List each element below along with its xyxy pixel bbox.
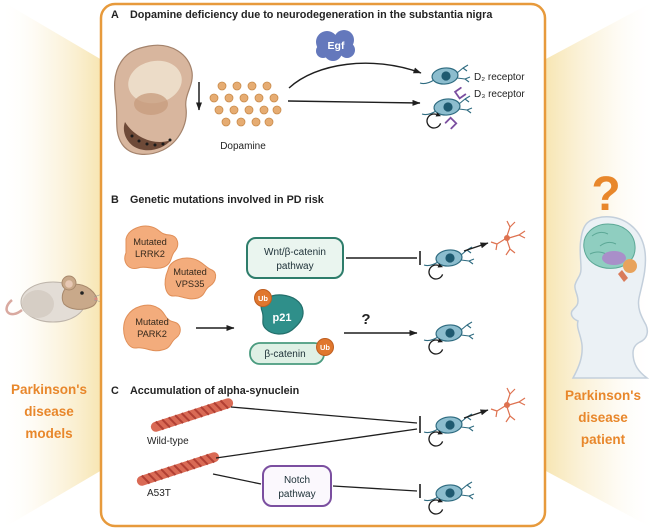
ub-label: Ub: [320, 343, 330, 352]
panel-a-letter: A: [111, 9, 119, 21]
dopamine-dots: [209, 81, 282, 127]
mouse-inner-ear: [65, 280, 73, 288]
question-mark: ?: [361, 311, 370, 328]
inhibition-line: [332, 485, 418, 492]
wild-type-label: Wild-type: [147, 436, 189, 447]
inhibition-line: [230, 406, 418, 424]
notch-pathway-label: pathway: [278, 489, 315, 500]
patient-label-line: patient: [581, 432, 626, 447]
mutated-lrrk2-label: LRRK2: [135, 249, 165, 259]
mutated-vps35-blob: [164, 257, 217, 300]
inhibition-line: [215, 428, 418, 459]
connector-line: [212, 473, 262, 485]
a53t-label: A53T: [147, 488, 171, 499]
ub-badge: [316, 338, 334, 356]
arrow-to-d3-receptor-cell: [287, 99, 421, 106]
panel-b: B Genetic mutations involved in PD risk …: [111, 194, 526, 365]
differentiation-arrow: [463, 409, 489, 419]
models-label: Parkinson's disease models: [11, 382, 87, 441]
brain-gyri: [589, 231, 617, 255]
mouse-nose: [94, 297, 98, 301]
question-mark-large: ?: [591, 168, 620, 221]
d3-receptor-label: D₃ receptor: [474, 89, 525, 100]
substantia-nigra-dots: [130, 134, 172, 147]
panel-c: C Accumulation of alpha-synuclein Wild-t…: [111, 385, 526, 515]
left-glow-rays: [0, 0, 102, 530]
panel-a: A Dopamine deficiency due to neurodegene…: [111, 9, 525, 155]
p21-blob: [260, 294, 304, 335]
mutated-vps35-label: VPS35: [176, 279, 205, 289]
differentiation-arrow: [463, 242, 489, 252]
patient-head-illustration: [570, 216, 650, 379]
mouse-haunch: [22, 290, 54, 318]
egf-label: Egf: [328, 40, 345, 52]
mutated-vps35-label: Mutated: [173, 267, 207, 277]
patient-label-line: disease: [578, 410, 628, 425]
notch-pathway-box: [262, 465, 332, 507]
models-label-line: models: [25, 426, 72, 441]
mutated-park2-label: Mutated: [135, 317, 169, 327]
dopamine-label: Dopamine: [220, 141, 266, 152]
mouse-tail: [5, 299, 23, 316]
panel-a-title: Dopamine deficiency due to neurodegenera…: [130, 9, 493, 21]
wnt-pathway-box: [246, 237, 344, 279]
brain-inner-region: [602, 251, 626, 265]
ub-badge: [254, 289, 272, 307]
brain-stem: [618, 270, 628, 282]
mutated-park2-label: PARK2: [137, 329, 167, 339]
panel-c-letter: C: [111, 385, 119, 397]
d2-receptor-label: D₂ receptor: [474, 72, 525, 83]
brain-cerebellum: [623, 259, 637, 273]
egf-blob: Egf: [316, 30, 355, 61]
wnt-pathway-label: Wnt/β-catenin: [264, 247, 326, 258]
notch-pathway-label: Notch: [284, 475, 310, 486]
models-label-line: disease: [24, 404, 74, 419]
panel-b-letter: B: [111, 194, 119, 206]
panel-c-title: Accumulation of alpha-synuclein: [130, 385, 299, 397]
mutated-park2-blob: [123, 304, 181, 352]
beta-catenin-label: β-catenin: [264, 349, 305, 360]
mouse-eye: [80, 291, 84, 295]
patient-label: Parkinson's disease patient: [565, 388, 641, 447]
mouse-head: [61, 283, 98, 310]
models-label-line: Parkinson's: [11, 382, 87, 397]
mutated-lrrk2-blob: [124, 225, 179, 270]
p21-label: p21: [273, 312, 292, 324]
mutated-lrrk2-label: Mutated: [133, 237, 167, 247]
wnt-pathway-label: pathway: [276, 261, 313, 272]
panel-b-title: Genetic mutations involved in PD risk: [130, 194, 325, 206]
patient-label-line: Parkinson's: [565, 388, 641, 403]
mouse-illustration: [5, 275, 103, 323]
brain-section-illustration: [113, 44, 193, 155]
ub-label: Ub: [258, 294, 268, 303]
arrow-to-d2-receptor-cell: [288, 62, 422, 89]
